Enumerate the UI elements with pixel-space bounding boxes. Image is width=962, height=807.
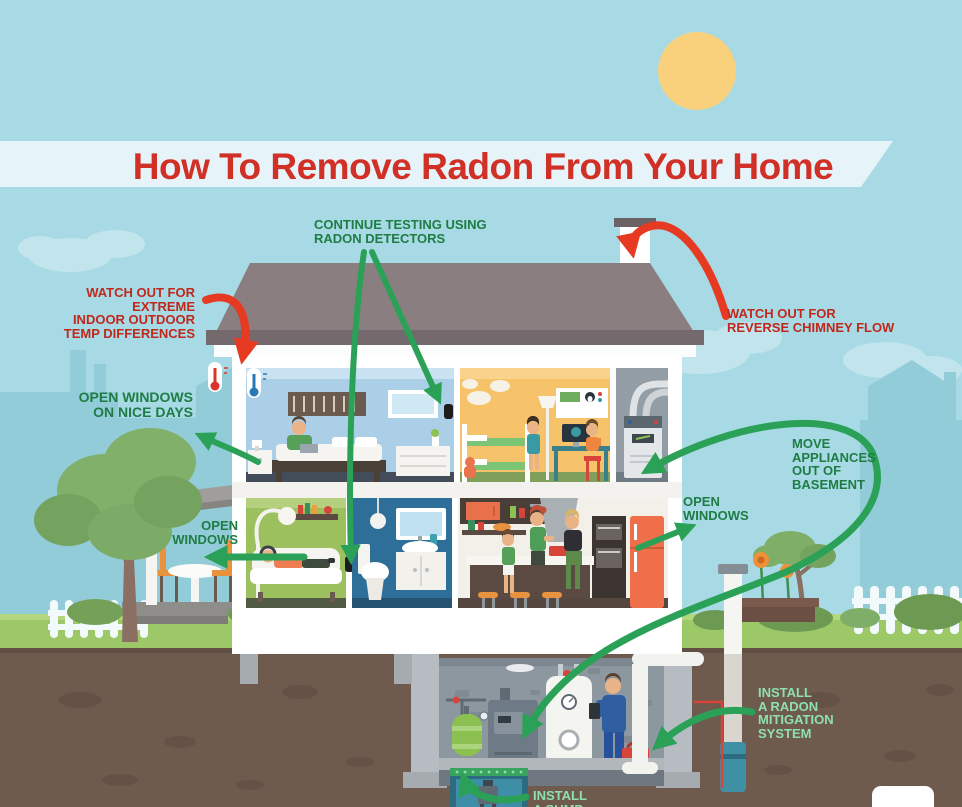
label-move-appliances: MOVE APPLIANCES OUT OF BASEMENT	[792, 436, 876, 492]
kitchen	[458, 498, 668, 608]
floor-slab	[232, 482, 682, 498]
arrow-move-appliances	[522, 419, 881, 740]
porch-chair-left	[158, 540, 180, 602]
thermometer-indoor-icon	[247, 368, 267, 398]
foundation	[240, 654, 700, 788]
arrow-detector-bedroom	[369, 249, 442, 405]
vent-cap	[718, 564, 748, 574]
living-room	[246, 498, 354, 608]
page-title: How To Remove Radon From Your Home	[132, 146, 834, 187]
sun	[658, 32, 736, 110]
house	[206, 218, 704, 654]
arrow-install-sump	[458, 771, 530, 804]
kitchen-kid	[502, 529, 515, 593]
label-reverse-chimney: WATCH OUT FOR REVERSE CHIMNEY FLOW	[727, 306, 895, 335]
label-install-sump: INSTALL A SUMP	[533, 788, 587, 807]
arrows	[194, 221, 881, 804]
toilet	[358, 544, 389, 600]
arrow-open-windows-nice-days	[194, 432, 261, 465]
floor-lamp-kids	[538, 396, 557, 480]
bathroom	[352, 498, 452, 608]
teddy-bear	[464, 457, 476, 478]
label-continue-testing: CONTINUE TESTING USING RADON DETECTORS	[314, 217, 487, 246]
bedroom-window	[388, 390, 438, 418]
cloud-decals	[462, 379, 510, 405]
bookshelf	[294, 503, 338, 520]
valve	[452, 696, 460, 704]
roof-fascia	[214, 345, 696, 357]
dresser	[396, 429, 450, 476]
bathroom-sink	[396, 534, 446, 590]
stool	[584, 456, 601, 461]
basement-floor	[439, 758, 664, 770]
label-install-mitigation: INSTALL A RADON MITIGATION SYSTEM	[758, 685, 834, 741]
fridge	[630, 516, 664, 608]
arrow-install-mitigation	[651, 706, 756, 751]
expansion-tank	[452, 706, 482, 756]
label-open-windows-left: OPEN WINDOWS	[172, 518, 238, 547]
wall-oven	[592, 516, 626, 598]
label-open-windows-nice-days: OPEN WINDOWS ON NICE DAYS	[78, 389, 193, 420]
bed	[272, 437, 386, 482]
chimney-cap	[614, 218, 656, 227]
roof	[216, 263, 694, 332]
arrow-detector-living	[340, 249, 367, 566]
bathroom-mirror	[396, 508, 446, 540]
arrow-reverse-chimney	[616, 221, 730, 320]
tree-left	[34, 428, 202, 642]
title-band	[0, 141, 893, 187]
radon-detector-bedroom	[444, 404, 453, 419]
label-open-windows-right: OPEN WINDOWS	[683, 494, 749, 523]
roof-eave	[206, 330, 704, 345]
kids-room	[460, 368, 610, 482]
floor-lamp-living	[254, 507, 296, 598]
cutoff-shape	[872, 786, 934, 807]
kids-shelf	[556, 388, 608, 418]
soil-spots	[58, 684, 954, 790]
label-temp-differences: WATCH OUT FOR EXTREME INDOOR OUTDOOR TEM…	[63, 285, 195, 341]
kitchen-shelves	[462, 520, 526, 535]
pipe-wire	[694, 700, 724, 788]
basement-ceiling-lamp	[506, 664, 534, 672]
pendant-light	[370, 513, 386, 529]
bedroom-person	[287, 416, 318, 453]
laptop	[300, 444, 318, 453]
gauge	[479, 711, 489, 721]
arrow-temp-differences	[202, 293, 259, 365]
thermometer-outdoor-icon	[208, 362, 228, 392]
